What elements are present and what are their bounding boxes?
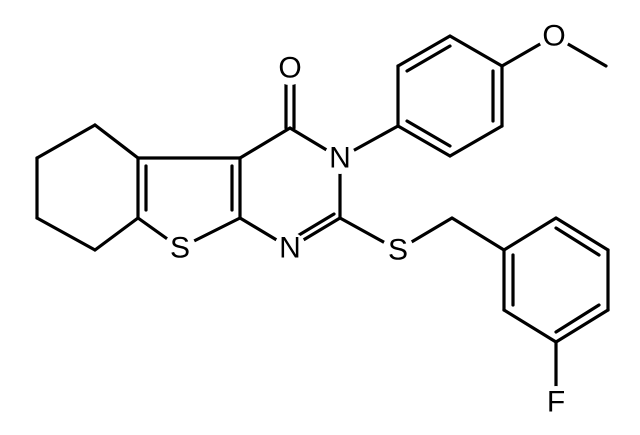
bond (405, 44, 452, 73)
bond (502, 308, 558, 344)
label-mask (540, 386, 572, 418)
fluorine-atom: F (540, 386, 572, 419)
bond (35, 123, 97, 160)
atom-label-n-imine: N (279, 232, 301, 265)
oxygen-methoxy-atom: O (538, 20, 570, 53)
sulfur-thiophene-atom: S (164, 232, 196, 265)
bond (93, 216, 140, 252)
bond (554, 308, 610, 344)
bond (405, 119, 452, 148)
label-mask (324, 142, 356, 174)
bond (450, 216, 506, 252)
label-mask (273, 51, 307, 85)
atom-label-s-thioether: S (388, 234, 408, 267)
nitrogen-amide-atom: N (324, 142, 356, 175)
atom-label-s-thiophene: S (170, 232, 190, 265)
bond (448, 124, 504, 158)
bonds (35, 34, 610, 402)
label-mask (382, 234, 414, 266)
bond (554, 226, 601, 257)
bond (292, 212, 336, 240)
atom-labels: O N N S S F O (164, 20, 572, 419)
label-mask (538, 20, 570, 52)
atom-label-o-methoxy: O (542, 20, 565, 53)
bond (448, 34, 504, 68)
oxygen-carbonyl-atom: O (273, 51, 307, 85)
bond (93, 123, 140, 160)
atom-label-f: F (547, 386, 565, 419)
label-mask (164, 232, 196, 264)
bond (396, 34, 452, 68)
bond (35, 216, 97, 252)
atom-label-o-carbonyl: O (278, 52, 301, 85)
nitrogen-imine-atom: N (274, 232, 306, 265)
atom-label-n-amide: N (329, 142, 351, 175)
sulfur-thioether-atom: S (382, 234, 414, 267)
label-mask (274, 232, 306, 264)
bond (554, 303, 601, 334)
bond (502, 216, 558, 252)
bond (554, 216, 610, 252)
bond (396, 124, 452, 158)
bond (238, 126, 292, 160)
